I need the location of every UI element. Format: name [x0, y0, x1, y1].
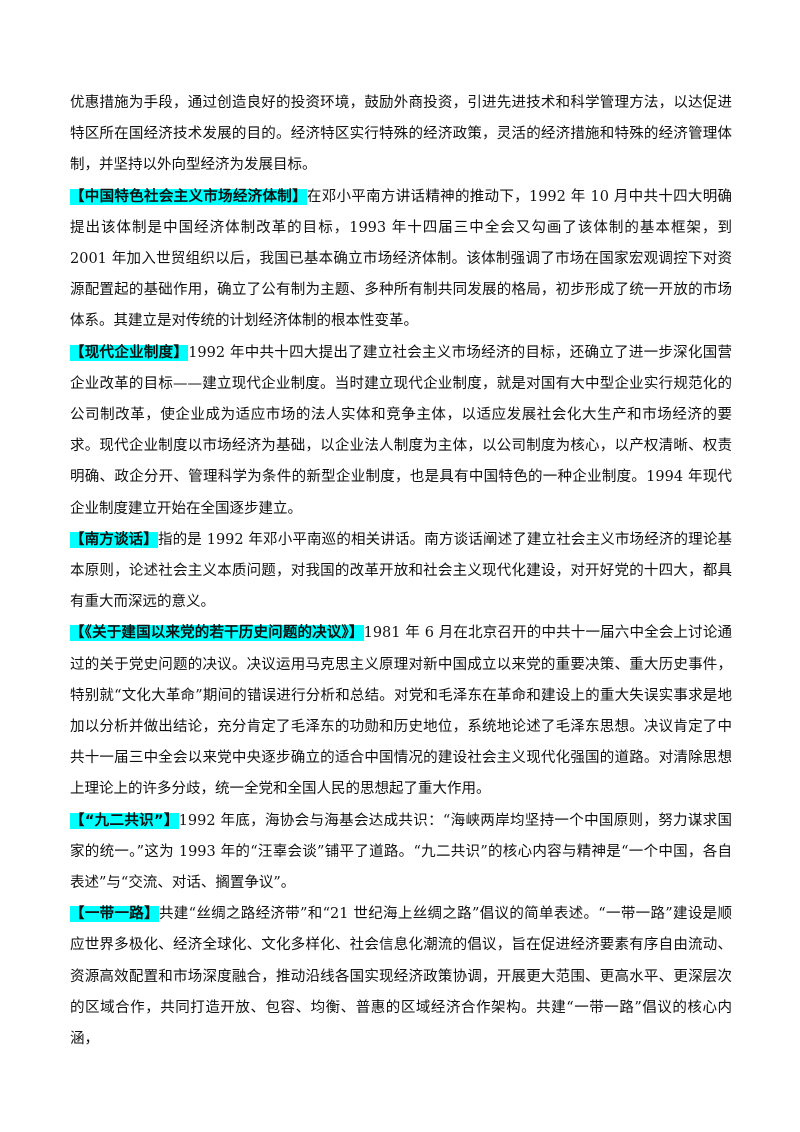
term-heading: 【南方谈话】 — [70, 531, 158, 548]
term-heading: 【“九二共识”】 — [70, 812, 179, 829]
paragraph-text: 1981 年 6 月在北京召开的中共十一届六中全会上讨论通过的关于党史问题的决议… — [70, 625, 733, 798]
paragraph-text: 优惠措施为手段，通过创造良好的投资环境，鼓励外商投资，引进先进技术和科学管理方法… — [70, 95, 732, 174]
paragraph-special-economic-zone-continued: 优惠措施为手段，通过创造良好的投资环境，鼓励外商投资，引进先进技术和科学管理方法… — [70, 88, 732, 182]
term-heading: 【中国特色社会主义市场经济体制】 — [70, 188, 307, 205]
term-heading: 【一带一路】 — [70, 906, 159, 923]
paragraph-text: 共建“丝绸之路经济带”和“21 世纪海上丝绸之路”倡议的简单表述。“一带一路”建… — [70, 906, 732, 1048]
paragraph-text: 指的是 1992 年邓小平南巡的相关讲话。南方谈话阐述了建立社会主义市场经济的理… — [70, 531, 733, 611]
paragraph-historical-resolution: 【《关于建国以来党的若干历史问题的决议》】1981 年 6 月在北京召开的中共十… — [70, 618, 732, 805]
paragraph-southern-talks: 【南方谈话】指的是 1992 年邓小平南巡的相关讲话。南方谈话阐述了建立社会主义… — [70, 525, 732, 619]
term-heading: 【《关于建国以来党的若干历史问题的决议》】 — [70, 625, 364, 642]
paragraph-belt-and-road: 【一带一路】共建“丝绸之路经济带”和“21 世纪海上丝绸之路”倡议的简单表述。“… — [70, 899, 732, 1055]
paragraph-text: 1992 年中共十四大提出了建立社会主义市场经济的目标，还确立了进一步深化国营企… — [70, 344, 732, 517]
paragraph-1992-consensus: 【“九二共识”】1992 年底，海协会与海基会达成共识：“海峡两岸均坚持一个中国… — [70, 806, 732, 900]
term-heading: 【现代企业制度】 — [70, 344, 189, 361]
paragraph-socialist-market-economy: 【中国特色社会主义市场经济体制】在邓小平南方讲话精神的推动下，1992 年 10… — [70, 182, 732, 338]
document-page: 优惠措施为手段，通过创造良好的投资环境，鼓励外商投资，引进先进技术和科学管理方法… — [70, 88, 732, 1055]
paragraph-text: 1992 年底，海协会与海基会达成共识：“海峡两岸均坚持一个中国原则，努力谋求国… — [70, 812, 733, 892]
paragraph-text: 在邓小平南方讲话精神的推动下，1992 年 10 月中共十四大明确提出该体制是中… — [70, 188, 732, 330]
paragraph-modern-enterprise-system: 【现代企业制度】1992 年中共十四大提出了建立社会主义市场经济的目标，还确立了… — [70, 338, 732, 525]
